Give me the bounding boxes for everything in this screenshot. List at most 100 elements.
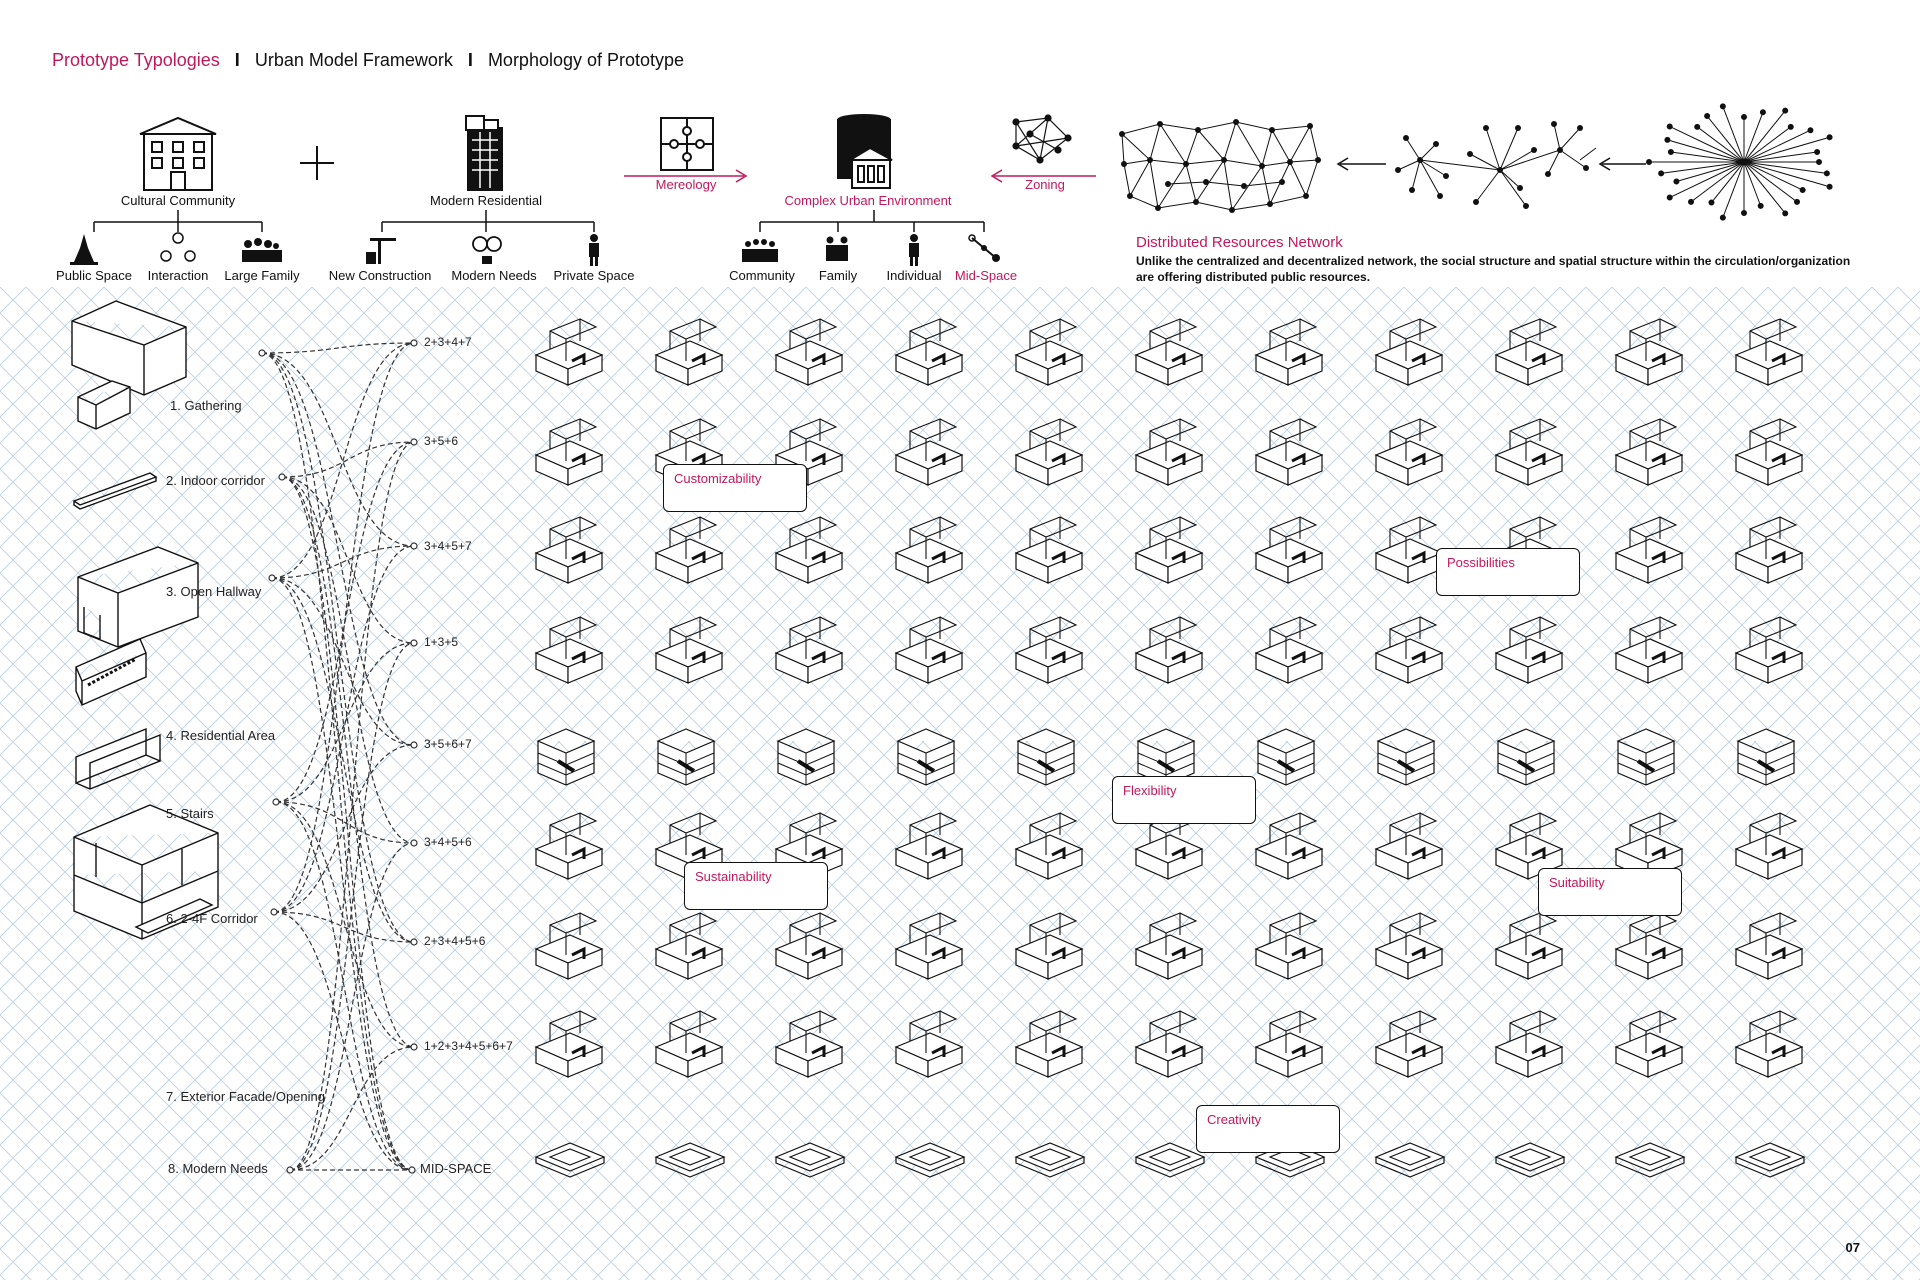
prototype-cell — [896, 727, 956, 787]
network-ray — [1690, 161, 1745, 203]
mid-space-label: Mid-Space — [954, 268, 1018, 283]
network-ray — [1743, 161, 1803, 191]
network-node — [1814, 148, 1821, 155]
callout-text: Creativity — [1207, 1112, 1262, 1127]
connector-line — [281, 441, 415, 478]
sub-icons — [70, 232, 1000, 266]
callout-flexibility: Flexibility — [1112, 776, 1256, 824]
callout-customizability: Customizability — [663, 464, 807, 512]
combination-label: 3+4+5+7 — [424, 539, 472, 553]
public-space-label: Public Space — [56, 268, 132, 283]
network-node — [1793, 198, 1800, 205]
prototype-cell — [1736, 727, 1796, 787]
network-description: Unlike the centralized and decentralized… — [1136, 254, 1851, 284]
network-node — [1646, 159, 1652, 165]
network-ray — [1722, 106, 1745, 163]
network-node — [1787, 123, 1794, 130]
network-node — [1673, 178, 1680, 185]
prototype-cell — [1376, 727, 1436, 787]
new-construction-label: New Construction — [328, 268, 432, 283]
connector-line — [281, 476, 415, 644]
connector-line — [289, 1046, 415, 1171]
network-ray — [1669, 126, 1745, 163]
private-space-label: Private Space — [553, 268, 635, 283]
network-node — [1719, 214, 1726, 221]
network-title: Distributed Resources Network — [1136, 234, 1343, 251]
source-node — [278, 473, 286, 481]
connector-line — [289, 441, 415, 1171]
network-node — [1782, 107, 1789, 114]
header-separator: I — [467, 50, 473, 70]
large-family-label: Large Family — [224, 268, 300, 283]
corridor-drawing — [75, 727, 162, 790]
network-ray — [1743, 129, 1811, 163]
network-ray — [1743, 112, 1764, 163]
combination-label: 3+5+6 — [424, 434, 459, 448]
gathering-drawing — [71, 300, 187, 396]
network-ray — [1667, 139, 1745, 163]
target-node — [410, 938, 418, 946]
connector-line — [281, 476, 415, 1048]
target-node — [410, 542, 418, 550]
network-node — [1807, 127, 1814, 134]
morphology-grid-area: 1. Gathering 2. Indoor corridor 3. Open … — [0, 287, 1920, 1280]
element-label: 6. 2-4F Corridor — [166, 911, 258, 926]
network-node — [1688, 198, 1695, 205]
network-node — [1666, 123, 1673, 130]
connector-line — [273, 744, 415, 913]
network-node — [1816, 159, 1822, 165]
combination-label: 3+4+5+6 — [424, 835, 472, 849]
connector-line — [261, 352, 413, 1171]
connector-line — [275, 801, 415, 1048]
family-label: Family — [818, 268, 858, 283]
network-ray — [1743, 161, 1827, 174]
network-node — [1719, 103, 1726, 110]
combination-label: 2+3+4+7 — [424, 335, 472, 349]
header-subtitle-2: Morphology of Prototype — [487, 50, 685, 70]
callout-text: Customizability — [674, 471, 762, 486]
element-label: 4. Residential Area — [166, 728, 276, 743]
connector-line — [271, 577, 415, 746]
callout-suitability: Suitability — [1538, 868, 1682, 916]
residential-area-drawing — [77, 546, 199, 648]
combination-label: 1+2+3+4+5+6+7 — [424, 1039, 513, 1053]
complex-urban-label: Complex Urban Environment — [784, 193, 952, 208]
network-ray — [1661, 161, 1745, 174]
prototype-cell — [1016, 727, 1076, 787]
network-node — [1666, 194, 1673, 201]
connector-line — [273, 911, 413, 1171]
callout-creativity: Creativity — [1196, 1105, 1340, 1153]
connector-line — [275, 801, 415, 844]
network-node — [1664, 136, 1671, 143]
connector-line — [281, 476, 415, 844]
callout-text: Sustainability — [695, 869, 772, 884]
network-ray — [1743, 151, 1818, 163]
source-node — [286, 1166, 294, 1174]
prototype-cell — [1496, 727, 1556, 787]
target-node — [410, 839, 418, 847]
network-ray — [1743, 161, 1798, 203]
connector-line — [289, 642, 415, 1171]
centralized-network-icon — [1646, 103, 1833, 221]
mid-space-combination-label: MID-SPACE — [420, 1161, 492, 1176]
connector-line — [261, 352, 415, 746]
network-node — [1826, 134, 1833, 141]
connector-line — [271, 577, 413, 1171]
callout-possibilities: Possibilities — [1436, 548, 1580, 596]
source-node — [268, 574, 276, 582]
network-ray — [1722, 161, 1745, 218]
element-label: 1. Gathering — [170, 398, 242, 413]
connector-line — [261, 352, 415, 943]
dashed-connectors — [258, 339, 418, 1174]
callout-text: Suitability — [1549, 875, 1605, 890]
network-ray — [1706, 115, 1745, 163]
network-ray — [1743, 161, 1762, 207]
open-hallway-drawing — [72, 472, 158, 510]
zoning-label: Zoning — [1025, 177, 1065, 192]
cultural-building-icon — [139, 116, 217, 191]
element-label: 5. Stairs — [166, 806, 214, 821]
source-node — [258, 349, 266, 357]
connector-line — [273, 342, 415, 913]
modern-needs-label: Modern Needs — [451, 268, 537, 283]
urban-building-icon — [837, 114, 893, 189]
